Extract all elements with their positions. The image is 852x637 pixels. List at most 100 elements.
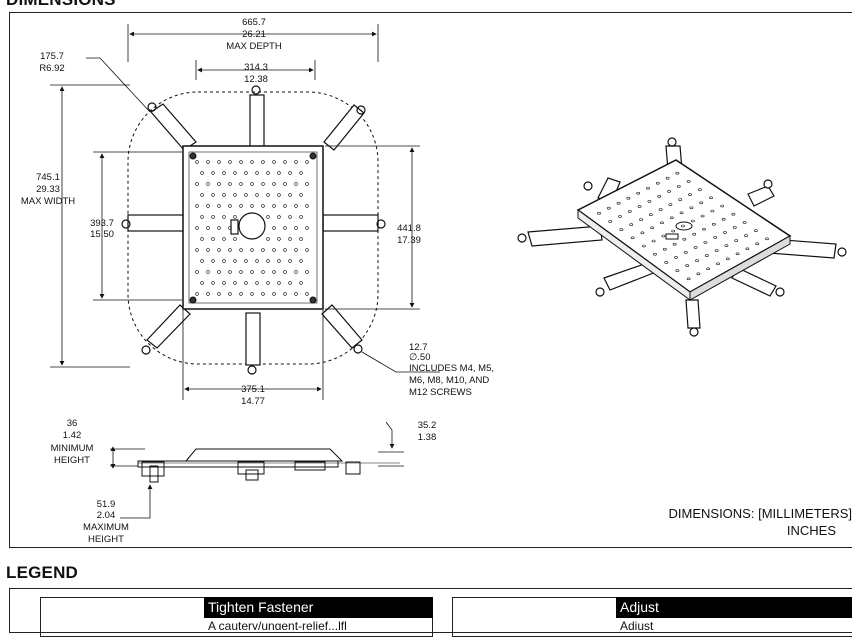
plate-hole <box>283 204 287 208</box>
plate-hole <box>222 237 226 241</box>
iso-hole <box>651 239 656 243</box>
iso-hole <box>714 249 719 252</box>
iso-hole <box>669 216 674 220</box>
iso-hole <box>723 231 727 234</box>
plate-hole <box>195 270 199 274</box>
max-depth-mm: 665.7 <box>242 17 266 28</box>
iso-hole <box>699 201 704 205</box>
hole-note-1: INCLUDES M4, M5, <box>409 363 494 374</box>
plate-hole <box>283 182 287 186</box>
iso-hole <box>695 259 699 262</box>
plate-hole <box>277 237 281 241</box>
plate-hole <box>206 182 210 186</box>
iso-hole <box>700 214 705 218</box>
max-height-label-1: MAXIMUM <box>83 522 129 533</box>
plate-hole <box>206 292 210 296</box>
plate-hole <box>211 171 215 175</box>
top-width-in: 12.38 <box>244 74 268 85</box>
plate-hole <box>261 160 265 164</box>
plate-hole <box>288 171 292 175</box>
legend-sub-adjust: Adjust <box>620 620 654 630</box>
plate-hole <box>206 248 210 252</box>
iso-hole <box>734 239 739 242</box>
iso-hole <box>711 222 716 226</box>
plate-hole <box>206 204 210 208</box>
plate-hole <box>272 182 276 186</box>
plate-hole <box>294 270 298 274</box>
iso-hole <box>637 205 642 208</box>
plate-hole <box>261 248 265 252</box>
min-height-label-1: MINIMUM <box>51 443 94 454</box>
iso-hole <box>709 196 713 200</box>
plate-hole <box>200 237 204 241</box>
plate-hole <box>222 259 226 263</box>
plate-hole <box>277 259 281 263</box>
iso-hole <box>667 190 671 193</box>
max-height-mm: 51.9 <box>97 499 116 510</box>
plate-hole <box>233 193 237 197</box>
plate-hole <box>288 281 292 285</box>
plate-hole <box>288 237 292 241</box>
plate-hole <box>250 160 254 164</box>
plate-hole <box>294 182 298 186</box>
plate-hole <box>228 204 232 208</box>
plate-hole <box>283 226 287 230</box>
iso-hole <box>648 213 653 216</box>
units-note-line2: INCHES <box>787 523 836 538</box>
plate-hole <box>195 248 199 252</box>
plate-hole <box>244 193 248 197</box>
plate-hole <box>272 204 276 208</box>
plate-hole <box>244 259 248 263</box>
plate-hole <box>200 171 204 175</box>
dimensions-frame <box>9 12 852 548</box>
iso-hole <box>703 241 708 244</box>
plate-hole <box>222 171 226 175</box>
hole-mm: 12.7 <box>409 342 428 353</box>
iso-hole <box>668 203 673 206</box>
plate-hole <box>211 215 215 219</box>
plate-hole <box>233 215 237 219</box>
plate-hole <box>305 270 309 274</box>
plate-hole <box>266 215 270 219</box>
plate-hole <box>255 281 259 285</box>
plate-hole <box>250 204 254 208</box>
iso-hole <box>664 261 669 264</box>
plate-hole <box>195 204 199 208</box>
iso-hole <box>724 244 729 247</box>
plate-hole <box>294 292 298 296</box>
center-hole <box>238 212 266 240</box>
plate-hole <box>217 292 221 296</box>
iso-hole <box>697 188 702 191</box>
iso-hole <box>626 196 631 200</box>
iso-hole <box>650 226 655 230</box>
plate-hole <box>228 248 232 252</box>
plate-hole <box>277 281 281 285</box>
plate-hole <box>272 270 276 274</box>
plate-hole <box>233 171 237 175</box>
plate-hole <box>195 160 199 164</box>
plate-hole <box>239 248 243 252</box>
plate-hole <box>299 193 303 197</box>
iso-hole <box>619 228 624 231</box>
iso-hole <box>706 267 711 271</box>
plate-hole <box>305 248 309 252</box>
iso-hole <box>720 204 725 208</box>
plate-hole <box>233 281 237 285</box>
iso-hole <box>732 226 737 229</box>
iso-hole <box>608 220 613 223</box>
max-width-label: MAX WIDTH <box>21 196 75 207</box>
plate-hole <box>305 160 309 164</box>
plate-hole <box>272 248 276 252</box>
plate-hole <box>211 237 215 241</box>
plate-right-in: 17.39 <box>397 235 421 246</box>
plate-hole <box>261 204 265 208</box>
plate-hole <box>294 226 298 230</box>
iso-hole <box>662 247 667 251</box>
plate-hole <box>222 215 226 219</box>
plate-hole <box>261 292 265 296</box>
min-height-label-2: HEIGHT <box>54 455 90 466</box>
max-height-in: 2.04 <box>97 510 116 521</box>
plate-hole <box>299 215 303 219</box>
plate-hole <box>228 270 232 274</box>
plate-hole <box>200 215 204 219</box>
